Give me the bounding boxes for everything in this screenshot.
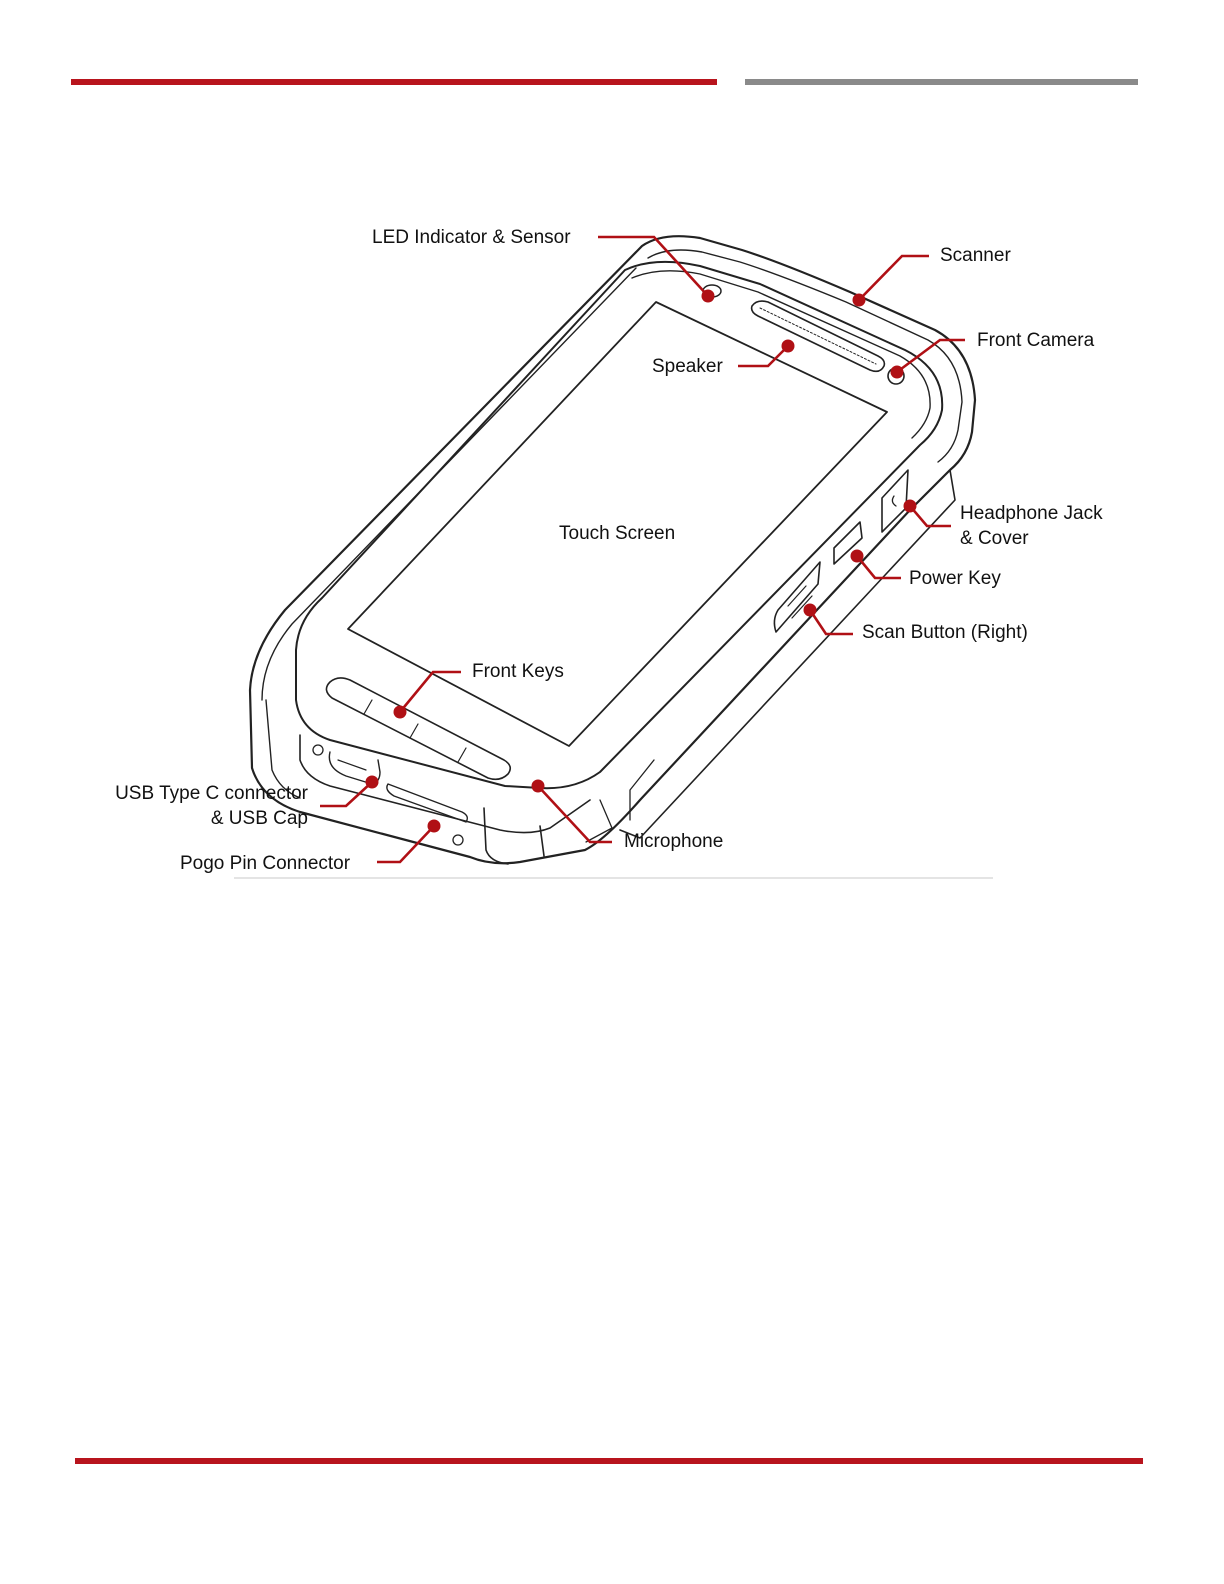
footer-rule-red <box>75 1458 1143 1464</box>
scanner-dot <box>853 294 866 307</box>
headphone-dot <box>904 500 917 513</box>
label-front-keys: Front Keys <box>472 661 564 682</box>
label-usb-cap: & USB Cap <box>211 808 308 829</box>
front-keys-dot <box>394 706 407 719</box>
front-keys-callout <box>400 672 461 712</box>
label-speaker: Speaker <box>652 356 723 377</box>
device-line-art <box>250 236 975 864</box>
speaker-callout <box>738 346 788 366</box>
scan-button-dot <box>804 604 817 617</box>
label-headphone-cover: & Cover <box>960 528 1029 549</box>
label-power-key: Power Key <box>909 568 1001 589</box>
callout-lines <box>320 237 965 862</box>
microphone-dot <box>532 780 545 793</box>
led-callout <box>598 237 708 296</box>
led-dot <box>702 290 715 303</box>
label-front-camera: Front Camera <box>977 330 1095 351</box>
label-microphone: Microphone <box>624 831 723 852</box>
speaker-dot <box>782 340 795 353</box>
label-scanner: Scanner <box>940 245 1011 266</box>
headphone-callout <box>910 506 951 526</box>
label-touch-screen: Touch Screen <box>559 523 675 544</box>
label-scan-button: Scan Button (Right) <box>862 622 1028 643</box>
label-led-indicator: LED Indicator & Sensor <box>372 227 571 248</box>
power-key-dot <box>851 550 864 563</box>
label-pogo-pin: Pogo Pin Connector <box>180 853 351 874</box>
label-headphone-jack: Headphone Jack <box>960 503 1103 524</box>
usb-dot <box>366 776 379 789</box>
front-camera-dot <box>891 366 904 379</box>
label-usb-connector: USB Type C connector <box>115 783 309 804</box>
pogo-callout <box>377 826 434 862</box>
scanner-callout <box>859 256 929 300</box>
pogo-dot <box>428 820 441 833</box>
scan-button-callout <box>810 610 853 634</box>
